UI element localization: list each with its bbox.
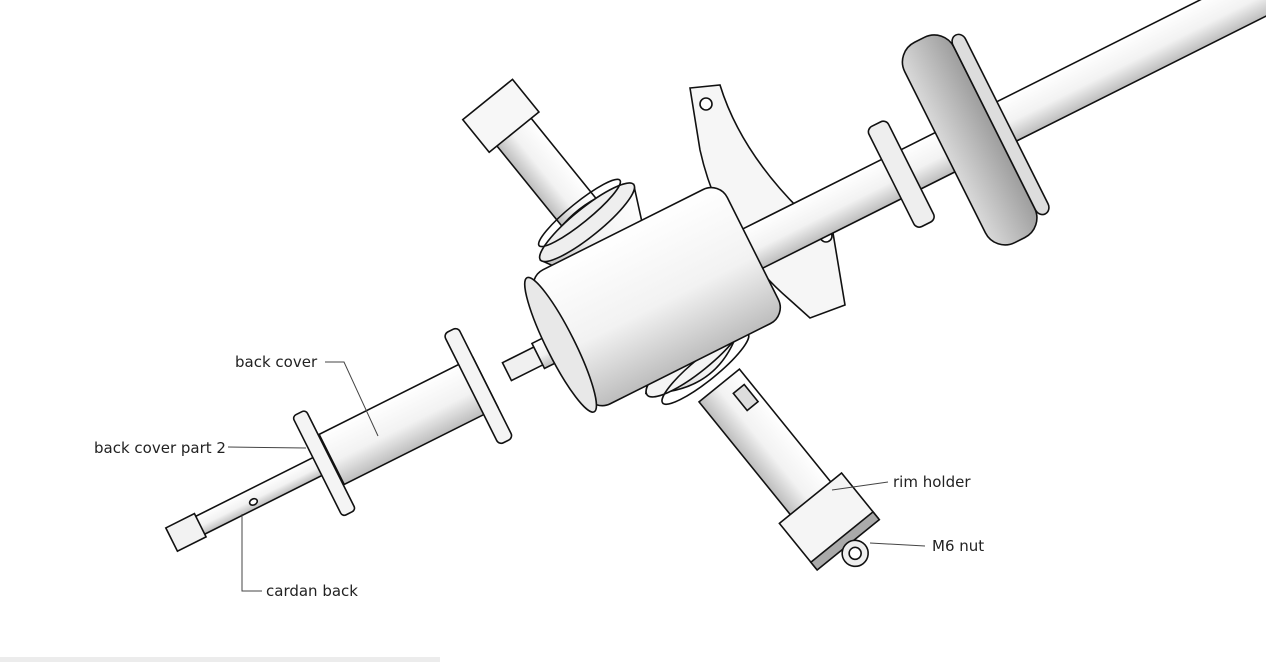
back-cover-flange: [444, 327, 513, 445]
label-m6-nut: M6 nut: [932, 537, 985, 555]
upper-rim-holder: [461, 78, 541, 154]
leader-lines: [227, 361, 926, 592]
label-cardan-back: cardan back: [266, 582, 358, 600]
label-back-cover: back cover: [235, 353, 318, 371]
back-cover-part-2: [292, 410, 356, 517]
label-back-cover-part-2: back cover part 2: [94, 439, 226, 457]
label-rim-holder: rim holder: [893, 473, 971, 491]
bearing-flange: [867, 120, 935, 228]
main-axis: [164, 0, 1266, 553]
bottom-edge-bar: [0, 657, 440, 662]
